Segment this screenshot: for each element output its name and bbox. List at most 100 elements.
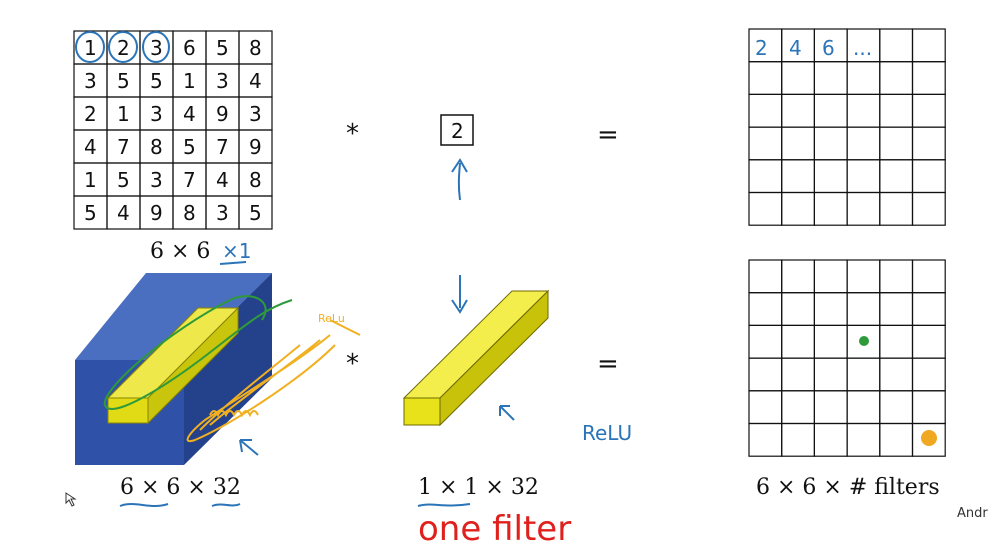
output-cell: [911, 159, 946, 194]
output-cell: [781, 422, 816, 457]
output-cell: [813, 259, 848, 294]
output-cell: [748, 61, 783, 96]
matrix-cell-value: 8: [249, 36, 262, 60]
up-arrow-icon: [451, 158, 468, 201]
output-cell: [781, 61, 816, 96]
output-cell: [879, 159, 914, 194]
matrix-cell-value: 3: [216, 69, 229, 93]
output-cell: [911, 324, 946, 359]
matrix-cell-value: 8: [249, 168, 262, 192]
output-cell: [846, 61, 881, 96]
matrix-cell-value: 3: [84, 69, 97, 93]
output-cell: [748, 357, 783, 392]
one-by-one-filter-bar: [402, 289, 550, 427]
output-cell: [879, 292, 914, 327]
output-cell: [813, 191, 848, 226]
output-cell: [748, 324, 783, 359]
convolution-operator-top: *: [346, 119, 359, 149]
output-cell: [781, 292, 816, 327]
output-cell: [781, 159, 816, 194]
output-cell: [813, 390, 848, 425]
output-cell: [911, 126, 946, 161]
output-cell: [911, 93, 946, 128]
mouse-cursor-icon: [65, 492, 77, 507]
filter-box-top: [440, 114, 474, 146]
output-cell: [813, 93, 848, 128]
green-dot-marker: [859, 336, 869, 346]
output-cell: [879, 93, 914, 128]
output-value-1: 2: [755, 36, 768, 60]
volume-label: 6 × 6 × 32: [120, 475, 241, 500]
output-cell: [846, 292, 881, 327]
matrix-cell-value: 9: [216, 102, 229, 126]
input-volume-cube: [75, 273, 272, 465]
output-cell: [911, 357, 946, 392]
annotation-underline: [219, 261, 247, 265]
output-cell: [846, 259, 881, 294]
volume-underline-1: [119, 503, 169, 507]
output-cell: [813, 324, 848, 359]
output-cell: [748, 292, 783, 327]
filter-value-top: 2: [451, 119, 464, 143]
filter-label: 1 × 1 × 32: [418, 475, 539, 500]
matrix-cell-value: 4: [84, 135, 97, 159]
matrix-cell-value: 4: [183, 102, 196, 126]
input-matrix-label: 6 × 6: [150, 239, 210, 264]
output-cell: [813, 357, 848, 392]
relu-annotation: ReLU: [582, 421, 632, 445]
output-cell: [879, 390, 914, 425]
output-cell: [879, 324, 914, 359]
matrix-cell-value: 5: [150, 69, 163, 93]
pointer-arrow-icon: [239, 439, 259, 456]
output-cell: [748, 126, 783, 161]
output-value-3: 6: [822, 36, 835, 60]
output-cell: [879, 28, 914, 63]
output-value-ellipsis: ...: [853, 36, 872, 60]
matrix-cell-value: 3: [150, 36, 163, 60]
output-grid-top: [748, 28, 946, 226]
output-cell: [813, 159, 848, 194]
filter-pointer-icon: [499, 405, 515, 421]
matrix-cell-value: 2: [84, 102, 97, 126]
matrix-cell-value: 1: [183, 69, 196, 93]
output-grid-bottom: [748, 259, 946, 457]
output-cell: [879, 422, 914, 457]
output-cell: [781, 191, 816, 226]
input-annotation: ×1: [222, 239, 251, 263]
matrix-cell-value: 5: [84, 201, 97, 225]
convolution-operator-bottom: *: [346, 349, 359, 379]
output-cell: [911, 61, 946, 96]
output-cell: [911, 422, 946, 457]
output-cell: [781, 126, 816, 161]
matrix-cell-value: 8: [183, 201, 196, 225]
output-cell: [879, 61, 914, 96]
output-cell: [846, 159, 881, 194]
output-cell: [911, 292, 946, 327]
output-cell: [781, 259, 816, 294]
matrix-cell-value: 1: [84, 36, 97, 60]
matrix-cell-value: 2: [117, 36, 130, 60]
output-cell: [879, 126, 914, 161]
matrix-cell-value: 6: [183, 36, 196, 60]
matrix-cell-value: 5: [117, 69, 130, 93]
output-cell: [846, 191, 881, 226]
down-arrow-icon: [451, 275, 468, 314]
output-cell: [813, 126, 848, 161]
matrix-cell-value: 5: [216, 36, 229, 60]
matrix-cell: [238, 195, 273, 230]
matrix-cell-value: 3: [216, 201, 229, 225]
equals-bottom: =: [597, 349, 619, 379]
green-outline-annotation: [103, 295, 293, 410]
matrix-cell-value: 5: [117, 168, 130, 192]
output-cell: [748, 422, 783, 457]
matrix-cell-value: 1: [117, 102, 130, 126]
output-cell: [879, 191, 914, 226]
matrix-cell-value: 8: [150, 135, 163, 159]
output-cell: [846, 93, 881, 128]
volume-underline-2: [211, 503, 241, 507]
relu-small-annotation: ReLu: [318, 312, 345, 325]
output-cell: [911, 28, 946, 63]
matrix-cell-value: 4: [117, 201, 130, 225]
